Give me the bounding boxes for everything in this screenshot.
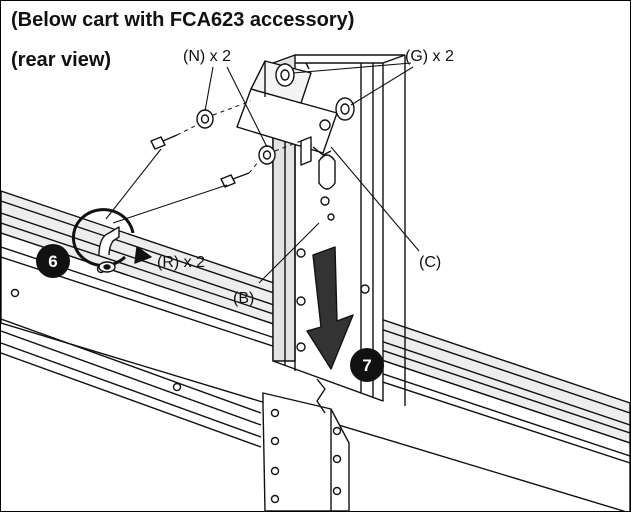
label-g-washers: (G) x 2 bbox=[405, 48, 454, 65]
label-c-part: (C) bbox=[419, 254, 441, 271]
label-b-part: (B) bbox=[233, 290, 254, 307]
leader-lines bbox=[105, 62, 420, 284]
label-n-washers: (N) x 2 bbox=[183, 48, 231, 65]
r-screws bbox=[150, 134, 250, 188]
label-r-screws: (R) x 2 bbox=[157, 254, 205, 271]
step-6-label: 6 bbox=[48, 252, 57, 271]
diagram-title: (Below cart with FCA623 accessory) bbox=[11, 9, 355, 31]
step-7-label: 7 bbox=[362, 356, 371, 375]
step-7-badge: 7 bbox=[350, 348, 384, 382]
diagram-subtitle: (rear view) bbox=[11, 49, 112, 71]
downward-arrow-icon bbox=[306, 246, 354, 370]
n-washers bbox=[196, 109, 276, 165]
g-washers bbox=[275, 62, 355, 121]
clockwise-screwdriver-rotation-icon bbox=[71, 208, 152, 273]
step-6-badge: 6 bbox=[36, 244, 70, 278]
clamp-plate bbox=[262, 378, 350, 511]
